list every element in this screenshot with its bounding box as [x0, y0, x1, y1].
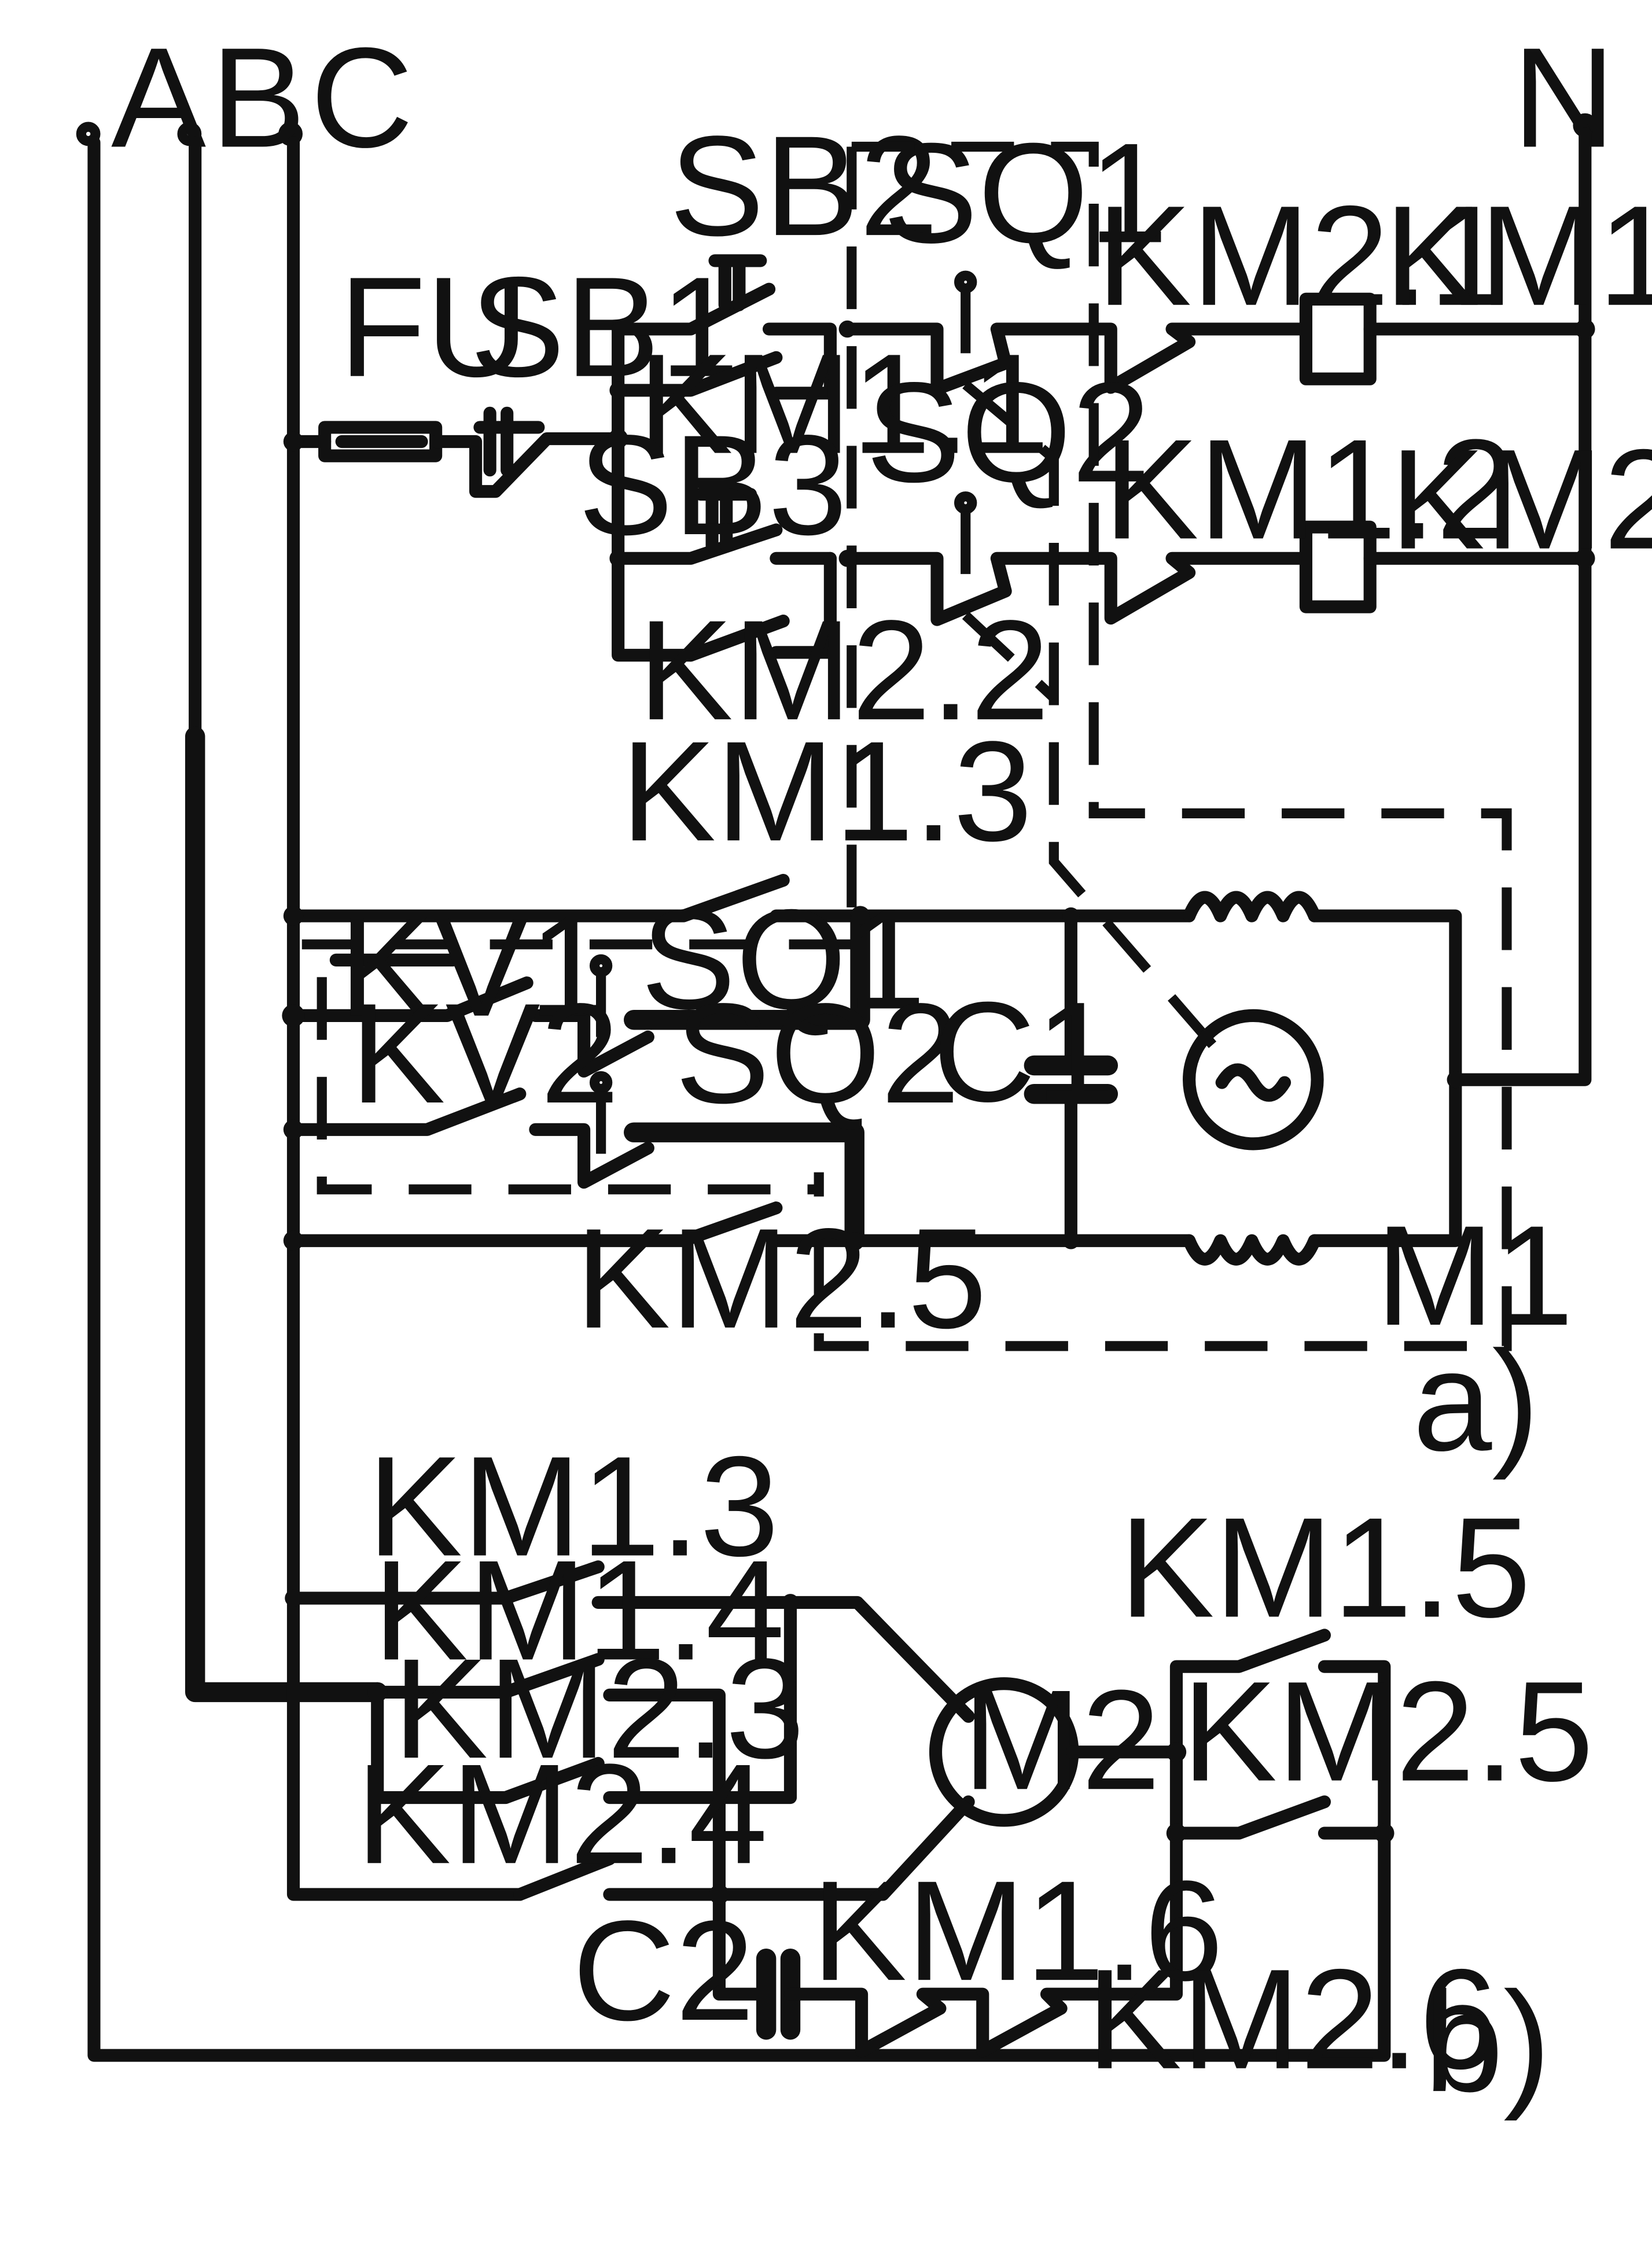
km1-3-label-b: KM1.3 — [367, 1427, 779, 1586]
sb1-actuator — [473, 406, 545, 477]
km2-5-label-a: KM2.5 — [575, 1199, 987, 1358]
sb2-label: SB2 — [669, 106, 939, 266]
km2-coil — [1299, 520, 1377, 613]
sq2-top-label: SQ2 — [866, 353, 1150, 512]
sq2-limit-contact — [841, 552, 1103, 626]
m1-winding-top — [1183, 891, 1321, 922]
km1-coil-label: KM1 — [1384, 177, 1652, 336]
junction-dots — [282, 319, 1595, 1905]
km2-5-contact-b — [1169, 1745, 1331, 1840]
kv2-contact — [286, 1087, 527, 1136]
km1-5-label: KM1.5 — [1120, 1488, 1531, 1647]
sb3-contact — [612, 523, 783, 565]
fu-label: FU — [339, 248, 529, 407]
linkage-sq2 — [962, 611, 1058, 702]
km1-1-contact — [612, 351, 783, 397]
km1-6-km2-6-contacts — [783, 1826, 1183, 2058]
km1-3-contact-b — [286, 1560, 605, 1605]
km1-4-label: KM1.4 — [373, 1531, 785, 1690]
sq2-bottom-label: SQ2 — [675, 974, 960, 1133]
kv2-label: KV2 — [350, 974, 619, 1133]
sb1-contact — [429, 432, 625, 498]
m2-label: M2 — [963, 1660, 1161, 1820]
sq1-bottom-label: SQ1 — [641, 880, 926, 1039]
km2-2-label: KM2.2 — [638, 591, 1050, 750]
phase-c-bus — [286, 136, 527, 1901]
bus-lines — [87, 127, 1592, 2062]
km1-3-contact-a — [286, 873, 790, 922]
km1-6-label: KM1.6 — [812, 1851, 1223, 2011]
m1-enclosure-outline — [814, 141, 1512, 1351]
sq1-limit-contact — [841, 322, 1103, 396]
km2-4-label: KM2.4 — [356, 1734, 767, 1894]
km2-coil-label: KM2 — [1390, 420, 1652, 579]
km2-3-contact — [371, 1685, 605, 1804]
km1-2-label: KM1.2 — [1103, 410, 1515, 569]
km2-2-contact — [684, 615, 790, 662]
neutral-bus — [1449, 127, 1592, 1086]
m1-ac-symbol — [1215, 1063, 1292, 1102]
km1-coil — [1299, 292, 1377, 385]
sb2-actuator — [708, 254, 767, 311]
km2-1-contact — [1090, 322, 1313, 394]
c2-label: C2 — [572, 1891, 755, 2050]
power-circuit-m1: KM1.3 KV1 SQ1 KV2 SQ2 KM2.5 C1 — [286, 712, 1574, 1358]
sq1-actuator-point — [954, 270, 977, 294]
km1-2-contact — [1090, 552, 1313, 625]
km1-3-label-a: KM1.3 — [621, 712, 1032, 871]
m1-label: M1 — [1376, 1196, 1574, 1355]
sq2-actuator-point — [954, 491, 977, 514]
km2-5-contact-a — [286, 1201, 783, 1247]
km1-5-contact — [1169, 1629, 1331, 1759]
phase-terminals: A B C N — [76, 19, 1616, 178]
sq1-bottom-contact — [529, 1009, 654, 1078]
caption-a: a) — [1413, 1322, 1540, 1481]
km1-4-contact — [371, 1653, 605, 1699]
sb3-actuator — [694, 487, 757, 552]
km2-5-label-b: KM2.5 — [1182, 1652, 1594, 1811]
phase-b-bus-lower — [185, 726, 388, 1703]
km2-4-contact — [513, 1852, 616, 1901]
phase-a-bus — [87, 136, 1391, 2062]
m1-rotor — [1183, 1009, 1324, 1151]
kv1-label: KV1 — [339, 887, 608, 1046]
sq2-bottom-contact — [529, 1123, 654, 1189]
km2-3-label: KM2.3 — [393, 1629, 804, 1788]
km2-6-label: KM2.6 — [1087, 1940, 1498, 2099]
km1-1-label: KM1.1 — [638, 325, 1050, 484]
kv1-contact — [286, 976, 534, 1022]
km2-1-label: KM2.1 — [1097, 177, 1508, 336]
m1-winding-bottom — [1183, 1234, 1321, 1266]
sq1-top-label: SQ1 — [883, 113, 1168, 273]
phase-c-label: C — [311, 19, 414, 178]
power-circuit-m2: KM1.3 KM1.4 KM2.3 KM2.4 M2 KM1.5 KM2.5 C… — [286, 1427, 1594, 2099]
phase-n-label: N — [1513, 19, 1616, 178]
caption-b: b) — [1424, 1962, 1551, 2122]
c1-label: C1 — [933, 973, 1115, 1132]
linkage-sq1 — [962, 380, 1234, 1069]
